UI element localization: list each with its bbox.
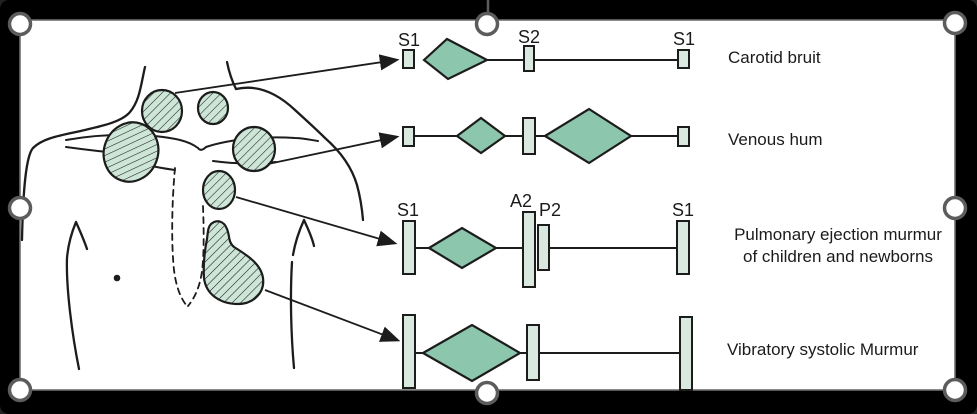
selection-handle-top-center[interactable] [474, 11, 500, 37]
heart-sound-bar [402, 314, 416, 389]
heart-sound-bar [537, 224, 550, 271]
sound-label: S1 [398, 30, 420, 50]
row-caption: of children and newborns [743, 247, 933, 266]
murmur-row-venous-hum: Venous hum [267, 107, 823, 165]
selection-handle-middle-right[interactable] [942, 195, 968, 221]
heart-sound-box [677, 126, 690, 147]
heart-sound-bar [523, 45, 535, 72]
sternum-dashed-line-left [171, 167, 188, 307]
selection-handle-top-right[interactable] [942, 10, 968, 36]
nipple-dot [113, 274, 121, 282]
selection-handle-bottom-center[interactable] [474, 380, 500, 406]
row-caption: Vibratory systolic Murmur [727, 340, 919, 359]
selection-handle-top-left[interactable] [7, 11, 33, 37]
heart-sound-bar [402, 220, 416, 275]
right-clavicle-line [205, 136, 319, 148]
sound-label: S1 [673, 29, 695, 49]
pointer-arrow [267, 132, 400, 165]
auscultation-area-supraclavicular-left [102, 121, 160, 183]
sternum-dashed-line-right [187, 205, 205, 307]
heart-sound-box [677, 49, 690, 69]
heart-sound-bar [522, 117, 536, 155]
auscultation-area-neck-right [196, 90, 230, 126]
sound-label: S2 [518, 27, 540, 47]
right-neck-line [225, 60, 238, 91]
pointer-arrow [264, 289, 401, 342]
sound-label: S1 [672, 200, 694, 220]
selection-handle-bottom-left[interactable] [7, 377, 33, 403]
heart-sound-bar [522, 211, 536, 288]
selection-handle-bottom-right[interactable] [942, 377, 968, 403]
selection-handles [7, 10, 968, 406]
heart-sound-box [402, 126, 415, 147]
left-clavicle-line [65, 133, 199, 149]
auscultation-area-supraclavicular-right [231, 125, 277, 173]
heart-sound-box [402, 49, 415, 69]
sound-label: A2 [510, 191, 532, 211]
auscultation-area-pulmonic [201, 169, 237, 211]
sound-label: S1 [397, 200, 419, 220]
selection-handle-middle-left[interactable] [7, 195, 33, 221]
row-caption: Venous hum [728, 130, 823, 149]
left-neck-shoulder-line [20, 65, 147, 242]
left-armpit-mark [65, 220, 89, 371]
right-armpit-mark [289, 218, 316, 370]
heart-sound-bar [526, 324, 540, 381]
heart-sound-bar [676, 220, 690, 275]
sternal-notch-line [197, 146, 207, 151]
murmur-row-vibratory-systolic-murmur: Vibratory systolic Murmur [264, 289, 919, 391]
row-caption: Pulmonary ejection murmur [734, 225, 942, 244]
pointer-arrow [174, 54, 400, 94]
heart-sound-bar [679, 316, 693, 391]
pointer-arrow [235, 196, 398, 247]
right-shoulder-arm-line [234, 86, 365, 222]
row-caption: Carotid bruit [728, 48, 821, 67]
auscultation-area-apex [202, 220, 265, 306]
sound-label: P2 [539, 200, 561, 220]
auscultation-area-neck-left [140, 88, 184, 134]
